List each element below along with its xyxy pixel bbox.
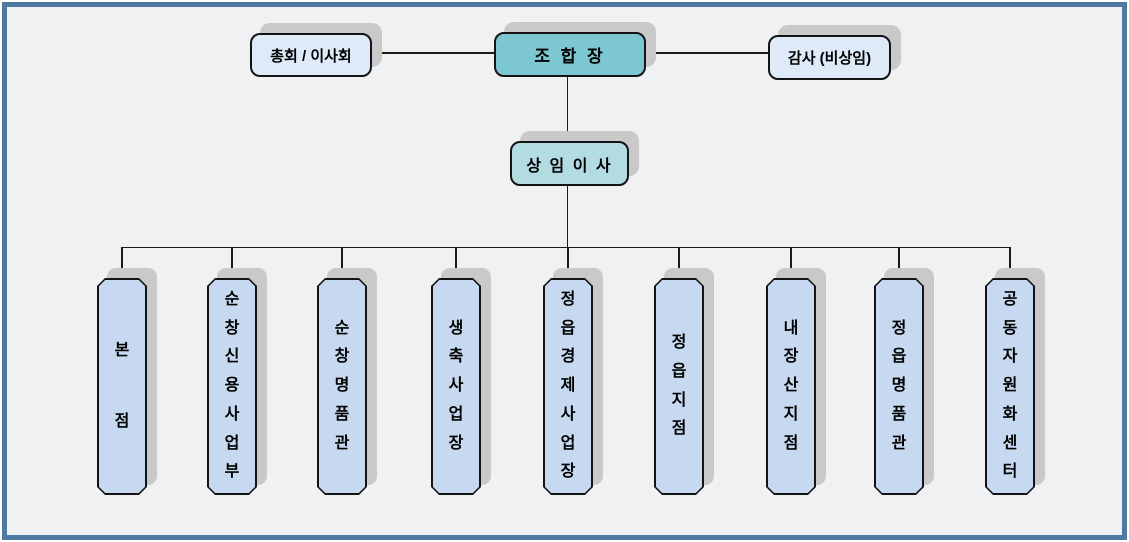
connector-director-bus <box>566 182 568 247</box>
node-sunchang-specialty-store-label: 순 창 명 품 관 <box>334 319 350 452</box>
node-jeongeup-branch-label: 정 읍 지 점 <box>671 333 687 438</box>
node-naejangsan-branch: 내 장 산 지 점 <box>766 268 826 495</box>
connector-drop-6 <box>678 247 680 278</box>
node-jeongeup-economic-business-site: 정 읍 경 제 사 업 장 <box>543 268 603 495</box>
node-chairman-label: 조 합 장 <box>534 47 606 66</box>
node-joint-resource-recycling-center-label: 공 동 자 원 화 센 터 <box>1002 290 1018 481</box>
connector-drop-8 <box>898 247 900 278</box>
connector-drop-3 <box>341 247 343 278</box>
node-auditor-nonstanding: 감사 (비상임) <box>768 35 891 80</box>
connector-drop-4 <box>455 247 457 278</box>
connector-drop-9 <box>1009 247 1011 278</box>
node-general-assembly-board-label: 총회 / 이사회 <box>270 47 352 65</box>
node-general-assembly-board: 총회 / 이사회 <box>250 33 372 77</box>
node-jeongeup-economic-business-site-label: 정 읍 경 제 사 업 장 <box>560 290 576 481</box>
node-livestock-business-site: 생 축 사 업 장 <box>431 268 491 495</box>
connector-chairman-director <box>566 73 568 141</box>
node-naejangsan-branch-label: 내 장 산 지 점 <box>783 319 799 452</box>
node-jeongeup-specialty-store-label: 정 읍 명 품 관 <box>891 319 907 452</box>
connector-bus <box>121 246 1011 248</box>
node-sunchang-credit-division-label: 순 창 신 용 사 업 부 <box>224 290 240 481</box>
node-sunchang-specialty-store: 순 창 명 품 관 <box>317 268 377 495</box>
node-joint-resource-recycling-center: 공 동 자 원 화 센 터 <box>985 268 1045 495</box>
node-jeongeup-branch: 정 읍 지 점 <box>654 268 714 495</box>
node-sunchang-credit-division: 순 창 신 용 사 업 부 <box>207 268 267 495</box>
node-head-office: 본 점 <box>97 268 157 495</box>
connector-drop-2 <box>231 247 233 278</box>
connector-chairman-auditor <box>642 52 768 54</box>
node-jeongeup-specialty-store: 정 읍 명 품 관 <box>874 268 934 495</box>
node-head-office-label: 본 점 <box>114 342 130 430</box>
node-livestock-business-site-label: 생 축 사 업 장 <box>448 319 464 452</box>
connector-assembly-chairman <box>368 52 494 54</box>
connector-drop-5 <box>567 247 569 278</box>
connector-drop-1 <box>121 247 123 278</box>
node-standing-director: 상 임 이 사 <box>510 141 629 186</box>
connector-drop-7 <box>790 247 792 278</box>
node-auditor-nonstanding-label: 감사 (비상임) <box>787 50 872 67</box>
node-standing-director-label: 상 임 이 사 <box>526 157 613 175</box>
node-chairman: 조 합 장 <box>494 32 646 77</box>
